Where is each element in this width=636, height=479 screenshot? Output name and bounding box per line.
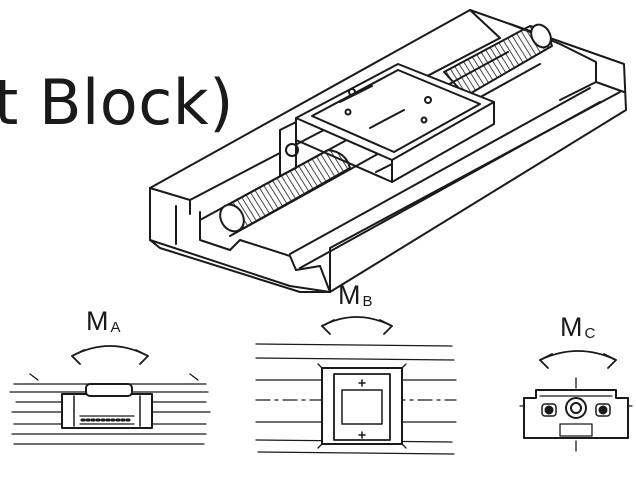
moment-c-diagram [519,350,633,453]
lead-screw-lower [219,149,351,233]
carriage-block [279,63,495,183]
moment-a-diagram [9,345,211,445]
moment-c-subscript: C [584,325,596,342]
moment-b-symbol: M [338,280,361,310]
moment-c-arrow-icon [539,350,617,361]
moment-a-symbol: M [86,306,109,336]
moment-b-diagram [255,316,457,455]
moment-c-symbol: M [560,312,583,342]
moment-a-subscript: A [110,319,121,336]
lead-screw-upper [443,23,553,97]
moment-b-subscript: B [362,293,373,310]
slide-title-fragment: t Block) [0,66,234,139]
